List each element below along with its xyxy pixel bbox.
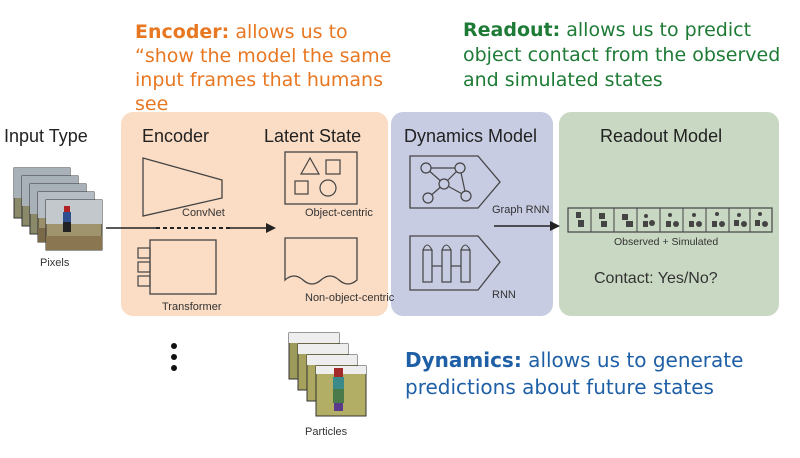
dynamics-panel [391, 112, 553, 316]
pixel-frame [45, 199, 103, 251]
encoder-callout-body: allows us to “show the model the same in… [135, 21, 392, 115]
contact-label: Contact: Yes/No? [594, 270, 718, 287]
input-type-header: Input Type [4, 126, 88, 146]
transformer-label: Transformer [162, 301, 222, 313]
encoder-callout-head: Encoder: [135, 21, 230, 43]
sequence-objects [576, 212, 768, 227]
latent-state-header: Latent State [264, 126, 362, 146]
readout-model-header: Readout Model [600, 126, 723, 146]
non-object-centric-label: Non-object-centric [305, 292, 395, 304]
dynamics-callout: Dynamics: allows us to generate predicti… [405, 347, 765, 401]
convnet-label: ConvNet [182, 207, 225, 219]
particle-frame [315, 365, 367, 417]
rnn-label: RNN [492, 289, 516, 301]
pixels-label: Pixels [40, 257, 70, 269]
encoder-callout: Encoder: allows us to “show the model th… [135, 20, 405, 116]
sequence-cells [590, 208, 751, 232]
particles-label: Particles [305, 426, 348, 438]
readout-callout-body: allows us to predict object contact from… [463, 19, 781, 91]
readout-callout-head: Readout: [463, 19, 561, 41]
dynamics-model-header: Dynamics Model [404, 126, 538, 146]
object-centric-label: Object-centric [305, 207, 373, 219]
dynamics-callout-head: Dynamics: [405, 348, 522, 372]
graph-rnn-label: Graph RNN [492, 204, 550, 216]
encoder-header: Encoder [142, 126, 210, 146]
readout-callout: Readout: allows us to predict object con… [463, 18, 783, 93]
observed-simulated-label: Observed + Simulated [614, 236, 719, 248]
dynamics-callout-body: allows us to generate predictions about … [405, 348, 744, 399]
encoder-panel [121, 112, 388, 316]
